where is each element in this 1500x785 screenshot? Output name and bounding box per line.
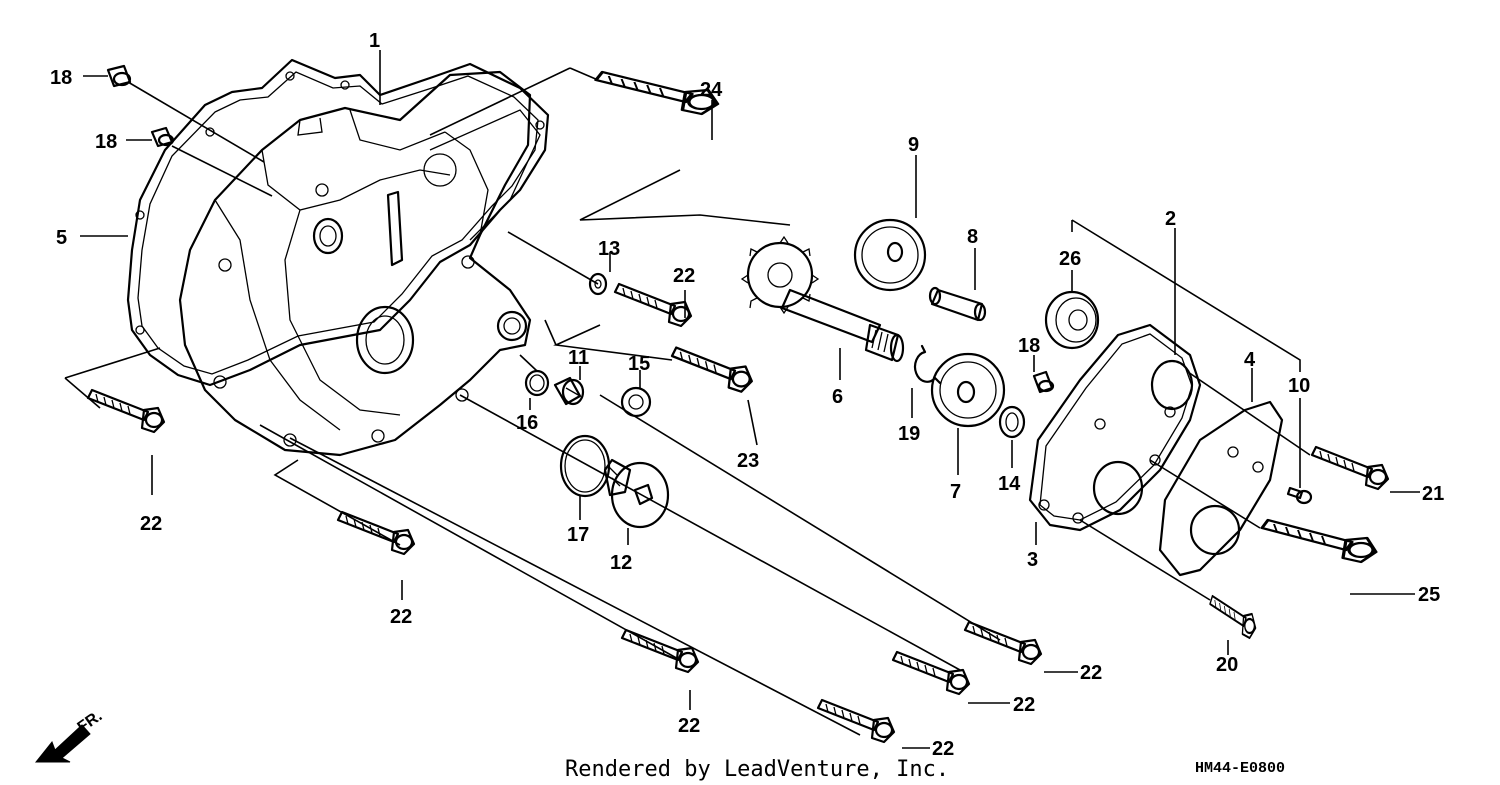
washer-13[interactable] [588, 272, 608, 296]
dowel-pin-18c[interactable] [1032, 370, 1055, 394]
bolt-25[interactable] [1260, 518, 1378, 564]
front-direction-arrow: FR. [34, 708, 105, 763]
bolt-22-right-high[interactable] [963, 620, 1043, 666]
bolt-22-mid-left[interactable] [336, 510, 416, 556]
callout-5[interactable]: 5 [56, 227, 67, 249]
shaft-gear-6[interactable] [740, 235, 905, 363]
washer-14[interactable] [998, 405, 1026, 439]
screw-10[interactable] [1286, 486, 1313, 505]
callout-9[interactable]: 9 [908, 134, 919, 156]
gear-7[interactable] [930, 352, 1006, 428]
callout-26[interactable]: 26 [1059, 248, 1081, 270]
callout-3[interactable]: 3 [1027, 549, 1038, 571]
callout-22d[interactable]: 22 [1080, 662, 1102, 684]
callout-17[interactable]: 17 [567, 524, 589, 546]
callout-24[interactable]: 24 [700, 79, 723, 101]
credit-text: Rendered by LeadVenture, Inc. [565, 757, 949, 782]
callout-4[interactable]: 4 [1244, 349, 1256, 371]
bolt-20[interactable] [1208, 594, 1257, 640]
bolt-22-bottom[interactable] [816, 698, 896, 744]
callout-12[interactable]: 12 [610, 552, 632, 574]
case-cover-3[interactable] [1028, 323, 1202, 532]
oil-seal-15[interactable] [620, 386, 652, 418]
callout-22f[interactable]: 22 [678, 715, 700, 737]
callout-22e[interactable]: 22 [1013, 694, 1035, 716]
gear-9[interactable] [853, 218, 927, 292]
callout-8[interactable]: 8 [967, 226, 978, 248]
diagram-code: HM44-E0800 [1195, 760, 1285, 777]
callout-16[interactable]: 16 [516, 412, 538, 434]
bolt-21[interactable] [1310, 445, 1390, 491]
callout-22g[interactable]: 22 [932, 738, 954, 760]
circlip-19[interactable] [913, 344, 942, 385]
callout-11[interactable]: 11 [568, 347, 589, 369]
callout-18a[interactable]: 18 [50, 67, 72, 89]
bolt-23[interactable] [670, 346, 753, 393]
callout-22a[interactable]: 22 [140, 513, 162, 535]
cap-12[interactable] [603, 458, 670, 529]
arrow-icon [34, 724, 91, 763]
callout-25[interactable]: 25 [1418, 584, 1440, 606]
callout-2[interactable]: 2 [1165, 208, 1176, 230]
o-ring-16[interactable] [524, 369, 550, 397]
gasket-5[interactable] [126, 58, 550, 387]
gasket-4[interactable] [1158, 400, 1284, 577]
callout-18b[interactable]: 18 [95, 131, 117, 153]
plug-bolt-11[interactable] [553, 376, 585, 406]
o-ring-17[interactable] [559, 434, 611, 498]
callout-22c[interactable]: 22 [390, 606, 412, 628]
callout-21[interactable]: 21 [1422, 483, 1444, 505]
callout-20[interactable]: 20 [1216, 654, 1238, 676]
bolt-22-upper[interactable] [613, 282, 693, 328]
callout-22b[interactable]: 22 [673, 265, 695, 287]
pin-8[interactable] [928, 286, 987, 322]
dowel-pin-18b[interactable] [150, 126, 175, 148]
callout-23[interactable]: 23 [737, 450, 759, 472]
callout-1[interactable]: 1 [369, 30, 380, 52]
callout-15[interactable]: 15 [628, 353, 650, 375]
dowel-pin-18a[interactable] [106, 64, 132, 88]
callout-18c[interactable]: 18 [1018, 335, 1040, 357]
bolt-22-bottom-mid[interactable] [620, 628, 700, 674]
callout-6[interactable]: 6 [832, 386, 843, 408]
bolt-22-lower-left[interactable] [86, 388, 166, 434]
callout-labels: 1 2 3 4 5 6 7 8 9 10 11 12 13 14 15 16 1… [50, 30, 1444, 760]
bolt-22-right-low[interactable] [891, 650, 971, 696]
callout-14[interactable]: 14 [998, 473, 1021, 495]
cover-1[interactable] [178, 70, 532, 457]
callout-7[interactable]: 7 [950, 481, 961, 503]
bearing-26[interactable] [1044, 290, 1100, 350]
callout-13[interactable]: 13 [598, 238, 620, 260]
leader-lines [64, 50, 1420, 749]
callout-19[interactable]: 19 [898, 423, 920, 445]
callout-10[interactable]: 10 [1288, 375, 1310, 397]
